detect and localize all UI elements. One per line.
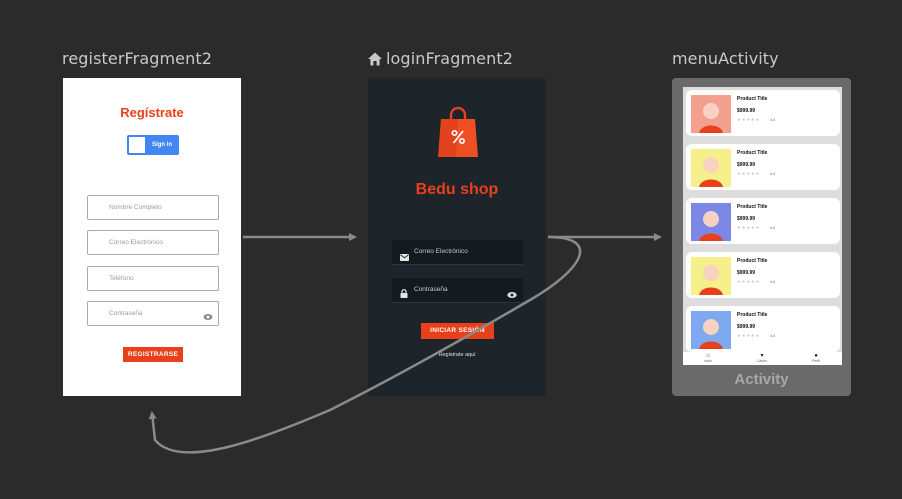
product-image [691, 203, 731, 241]
nav-item-profile[interactable]: ● Perfil [796, 353, 836, 363]
product-image [691, 95, 731, 133]
google-logo-icon [129, 137, 145, 153]
google-sign-in-label: Sign in [152, 142, 172, 148]
rating-value: 4.4 [770, 280, 775, 284]
product-price: $999.99 [737, 108, 756, 114]
product-card[interactable]: Product Title $999.99 ★★★★★ 4.4 [686, 144, 840, 190]
start-destination-home-icon [367, 51, 383, 67]
full-name-field[interactable]: Nombre Completo [87, 195, 219, 220]
rating-value: 4.4 [770, 118, 775, 122]
product-card[interactable]: Product Title $999.99 ★★★★★ 4.4 [686, 198, 840, 244]
product-title: Product Title [737, 204, 768, 210]
register-title: Regístrate [120, 105, 184, 120]
brand-title: Bedu shop [415, 181, 499, 198]
register-fragment-preview[interactable]: Regístrate Sign in Nombre Completo Corre… [63, 78, 241, 396]
login-destination-label: loginFragment2 [367, 49, 513, 68]
rating-stars: ★★★★★ [737, 333, 761, 338]
login-password-placeholder: Contraseña [414, 286, 448, 293]
login-fragment-preview[interactable]: Bedu shop Correo Electrónico Contraseña … [368, 78, 546, 396]
home-icon: ⌂ [706, 353, 710, 359]
product-price: $999.99 [737, 216, 756, 222]
shopping-bag-logo-icon [438, 106, 478, 157]
login-email-field[interactable]: Correo Electrónico [392, 240, 523, 265]
product-title: Product Title [737, 312, 768, 318]
product-price: $999.99 [737, 270, 756, 276]
nav-item-home[interactable]: ⌂ Inicio [688, 353, 728, 363]
product-title: Product Title [737, 150, 768, 156]
rating-stars: ★★★★★ [737, 171, 761, 176]
phone-field[interactable]: Teléfono [87, 266, 219, 291]
login-destination-name: loginFragment2 [386, 49, 513, 68]
product-card[interactable]: Product Title $999.99 ★★★★★ 4.4 [686, 306, 840, 352]
rating-stars: ★★★★★ [737, 117, 761, 122]
visibility-eye-icon[interactable] [507, 286, 517, 298]
cart-icon: ▾ [760, 353, 764, 359]
nav-profile-label: Perfil [812, 359, 820, 363]
activity-type-label: Activity [734, 371, 789, 388]
register-button[interactable]: REGISTRARSE [123, 347, 183, 362]
menu-destination-label: menuActivity [672, 49, 779, 68]
nav-item-cart[interactable]: ▾ Carrito [742, 353, 782, 363]
rating-stars: ★★★★★ [737, 279, 761, 284]
product-title: Product Title [737, 96, 768, 102]
product-title: Product Title [737, 258, 768, 264]
product-card[interactable]: Product Title $999.99 ★★★★★ 4.4 [686, 90, 840, 136]
register-link[interactable]: Registrate aqui [438, 352, 476, 358]
password-field[interactable]: Contraseña [87, 301, 219, 326]
product-image [691, 257, 731, 295]
login-button[interactable]: INICIAR SESIÓN [421, 323, 494, 339]
mail-icon [400, 248, 409, 272]
product-price: $999.99 [737, 162, 756, 168]
bottom-navigation: ⌂ Inicio ▾ Carrito ● Perfil [683, 352, 842, 365]
register-destination-label: registerFragment2 [62, 49, 213, 68]
rating-value: 4.4 [770, 226, 775, 230]
nav-cart-label: Carrito [756, 359, 768, 363]
product-image [691, 149, 731, 187]
product-price: $999.99 [737, 324, 756, 330]
lock-icon [400, 285, 408, 309]
login-email-placeholder: Correo Electrónico [414, 248, 468, 255]
product-card[interactable]: Product Title $999.99 ★★★★★ 4.4 [686, 252, 840, 298]
email-field[interactable]: Correo Electrónico [87, 230, 219, 255]
product-image [691, 311, 731, 349]
rating-value: 4.4 [770, 172, 775, 176]
person-icon: ● [814, 353, 818, 359]
rating-value: 4.4 [770, 334, 775, 338]
nav-home-label: Inicio [703, 359, 713, 363]
login-password-field[interactable]: Contraseña [392, 278, 523, 303]
google-sign-in-button[interactable]: Sign in [127, 135, 179, 155]
eye-icon[interactable] [203, 309, 213, 320]
rating-stars: ★★★★★ [737, 225, 761, 230]
